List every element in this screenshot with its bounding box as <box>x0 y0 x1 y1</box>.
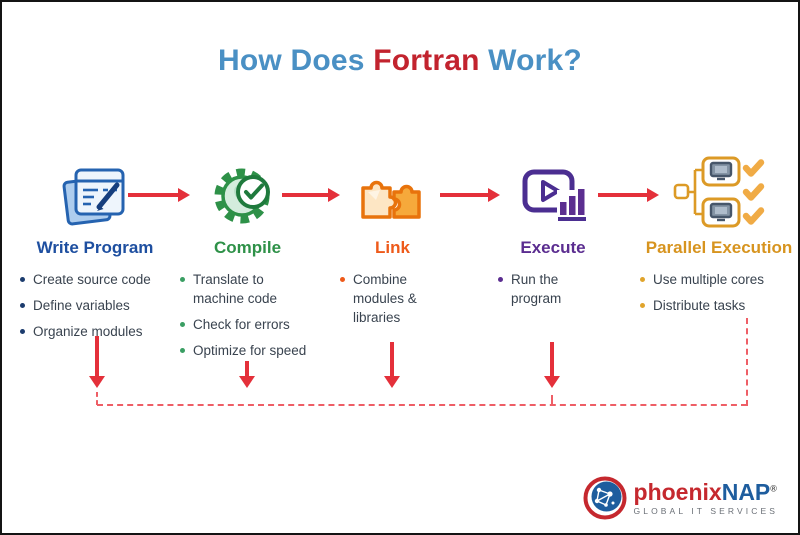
feedback-loop-line <box>96 392 98 405</box>
arrow-head <box>647 188 659 202</box>
arrow-head <box>178 188 190 202</box>
arrow-shaft <box>128 193 178 197</box>
bullet-text: Create source code <box>33 272 151 287</box>
bullet-item: Use multiple cores <box>640 270 798 289</box>
bullet-dot <box>180 322 185 328</box>
step-execute: Execute Run the program <box>498 150 608 315</box>
arrow-shaft <box>440 193 488 197</box>
arrow-head <box>239 376 255 388</box>
flow-arrow-icon <box>128 188 190 202</box>
bullet-item: Combine modules & libraries <box>340 270 445 327</box>
feedback-loop-line <box>746 318 748 406</box>
bullet-text: Translate to machine code <box>193 272 278 307</box>
phoenixnap-logo: phoenixNAP® GLOBAL IT SERVICES <box>583 476 778 520</box>
arrow-shaft <box>95 336 99 376</box>
arrow-head <box>488 188 500 202</box>
step-title: Write Program <box>36 238 154 257</box>
bullet-list: Combine modules & libraries <box>340 270 445 327</box>
flow-arrow-icon <box>598 188 659 202</box>
puzzle-link-icon <box>340 150 445 230</box>
bullet-text: Define variables <box>33 298 130 314</box>
arrow-head <box>544 376 560 388</box>
document-pen-icon <box>20 150 170 230</box>
bullet-dot <box>20 277 25 282</box>
logo-brand-phoenix: phoenix <box>633 478 722 505</box>
arrow-head <box>328 188 340 202</box>
step-title: Execute <box>520 238 586 257</box>
step-title: Link <box>375 238 410 257</box>
step-title: Parallel Execution <box>645 238 793 257</box>
globe-logo-icon <box>583 476 627 520</box>
feedback-loop-line <box>97 404 747 406</box>
title-part-red: Fortran <box>373 44 480 77</box>
down-arrow-icon <box>239 361 255 388</box>
bullet-text: Optimize for speed <box>193 343 307 359</box>
logo-text: phoenixNAP® GLOBAL IT SERVICES <box>633 478 778 516</box>
bullet-item: Optimize for speed <box>180 341 315 360</box>
bullet-dot <box>640 303 645 309</box>
step-compile: Compile Translate to machine code Check … <box>180 150 315 368</box>
bullet-item: Check for errors <box>180 315 315 334</box>
page-title: How Does Fortran Work? <box>2 44 798 78</box>
bullet-item: Distribute tasks <box>640 296 798 315</box>
bullet-dot <box>20 303 25 309</box>
title-part-blue: How Does <box>218 44 374 77</box>
flow-arrow-icon <box>440 188 500 202</box>
logo-tagline: GLOBAL IT SERVICES <box>633 505 778 516</box>
parallel-nodes-icon <box>640 150 798 230</box>
arrow-shaft <box>245 361 249 376</box>
arrow-shaft <box>550 342 554 376</box>
bullet-dot <box>640 277 645 282</box>
bullet-item: Define variables <box>20 296 170 315</box>
arrow-head <box>89 376 105 388</box>
arrow-head <box>384 376 400 388</box>
bullet-dot <box>180 277 185 282</box>
flow-arrow-icon <box>282 188 340 202</box>
feedback-loop-line <box>551 395 553 404</box>
bullet-dot <box>340 277 345 282</box>
arrow-shaft <box>282 193 328 197</box>
bullet-list: Use multiple cores Distribute tasks <box>640 270 798 315</box>
gear-check-icon <box>180 150 315 230</box>
play-run-icon <box>498 150 608 230</box>
bullet-text: Check for errors <box>193 317 290 333</box>
arrow-shaft <box>598 193 647 197</box>
step-title: Compile <box>213 238 282 257</box>
bullet-item: Translate to machine code <box>180 270 315 308</box>
logo-brand-nap: NAP <box>721 478 771 505</box>
bullet-text: Run the program <box>511 272 562 307</box>
bullet-text: Organize modules <box>33 324 143 340</box>
down-arrow-icon <box>544 342 560 388</box>
bullet-list: Create source code Define variables Orga… <box>20 270 170 341</box>
bullet-dot <box>498 277 503 282</box>
step-parallel-execution: Parallel Execution Use multiple cores Di… <box>640 150 798 322</box>
down-arrow-icon <box>89 336 105 388</box>
bullet-text: Distribute tasks <box>653 298 746 314</box>
bullet-list: Run the program <box>498 270 608 308</box>
bullet-dot <box>180 348 185 354</box>
bullet-item: Organize modules <box>20 322 170 341</box>
down-arrow-icon <box>384 342 400 388</box>
bullet-dot <box>20 329 25 335</box>
registered-mark: ® <box>770 482 777 493</box>
title-part-blue2: Work? <box>479 44 582 77</box>
logo-brand: phoenixNAP® <box>633 478 778 505</box>
bullet-item: Run the program <box>498 270 608 308</box>
bullet-text: Combine modules & libraries <box>353 272 417 326</box>
bullet-item: Create source code <box>20 270 170 289</box>
bullet-text: Use multiple cores <box>653 272 765 287</box>
bullet-list: Translate to machine code Check for erro… <box>180 270 315 361</box>
step-link: Link Combine modules & libraries <box>340 150 445 334</box>
step-write-program: Write Program Create source code Define … <box>20 150 170 348</box>
arrow-shaft <box>390 342 394 376</box>
